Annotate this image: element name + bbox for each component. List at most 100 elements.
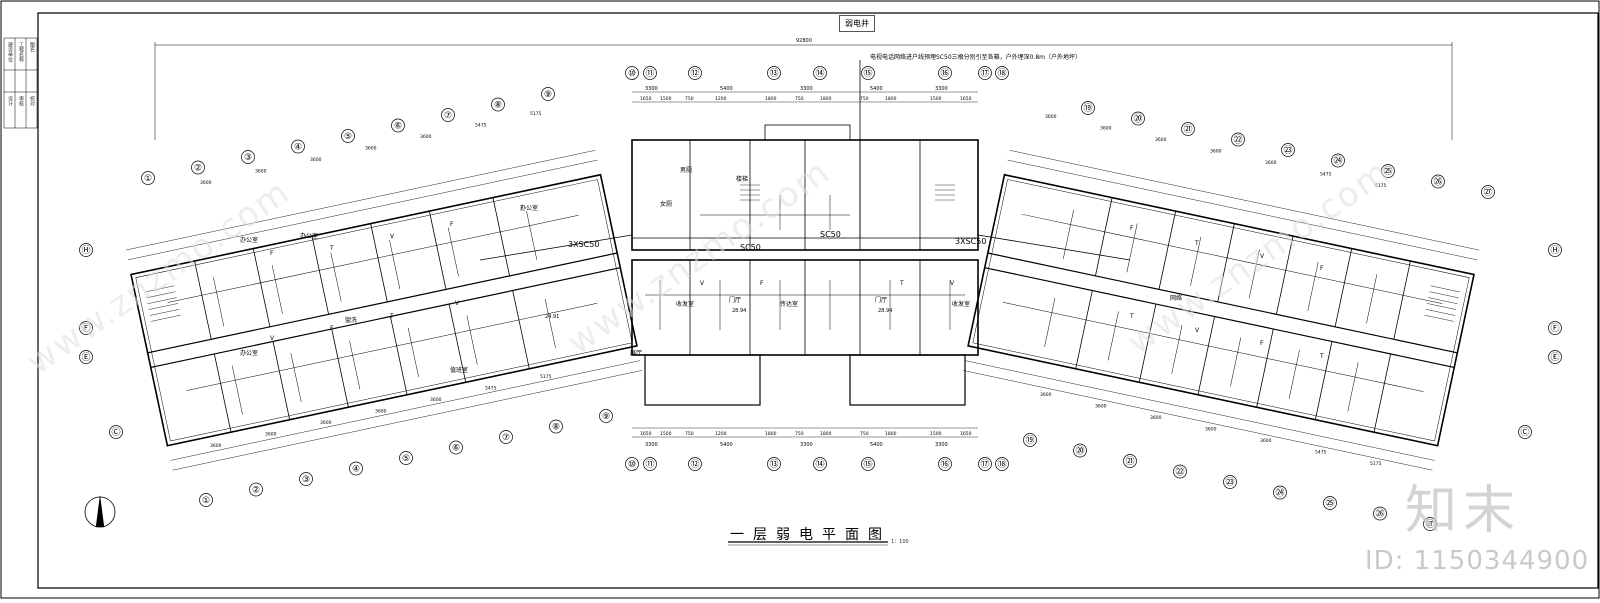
wing-dimension-text: 3600 [375,409,387,415]
dimension-text: 1650 [640,96,652,102]
wing-dimension-text: 5475 [1315,450,1327,456]
wing-dimension-text: 5175 [1375,183,1387,189]
dimension-text: 750 [860,96,869,102]
area-label: 24.91 [545,314,559,320]
axis-bubble-label: ④ [294,143,302,153]
outlet-mark: F [270,250,274,257]
axis-bubble [541,87,555,101]
outlet-mark: V [950,280,955,287]
span-dimension-text: 5400 [870,442,883,448]
dimension-text: 1500 [660,96,672,102]
dimension-text: 750 [685,431,694,437]
wing-dimension-text: 3600 [1150,415,1162,421]
center-block [479,60,1131,438]
wing-dimension-text: 3600 [365,146,377,152]
outlet-mark: T [519,205,524,212]
wing-dimension-text: 3600 [265,432,277,438]
outlet-mark: F [330,325,334,332]
title-block-cell: 审核 [18,96,24,106]
axis-bubble-label: ⑧ [552,423,560,433]
axis-bubble-label: ⑧ [494,101,502,111]
axis-bubble [341,129,355,143]
room-label: 收发室 [676,300,694,308]
axis-bubble [813,457,827,471]
axis-bubble-label: ⑩ [628,460,636,470]
axis-bubble [1123,454,1137,468]
axis-bubble-label: ㉒ [1175,467,1184,478]
axis-bubble-label: ⑲ [1083,103,1092,114]
room-label: 办公室 [240,236,258,244]
row-bubble [79,350,93,364]
span-dimension-text: 3300 [800,442,813,448]
axis-bubble-label: ⑦ [502,433,510,443]
axis-bubble [291,139,305,154]
watermark-id: ID: 1150344900 [1365,546,1590,576]
conduit-label-right: 3XSC50 [955,237,987,246]
dimension-text: 1800 [820,431,832,437]
dimension-text: 1650 [960,96,972,102]
span-dimension-text: 5400 [870,86,883,92]
axis-bubble [249,482,263,497]
row-bubble-label: Ⓔ [81,352,90,363]
axis-bubble [1231,132,1245,147]
row-bubble-label: Ⓗ [1550,245,1559,256]
axis-bubble [625,457,639,471]
dimension-text: 1200 [715,96,727,102]
outlet-mark: V [1260,253,1265,260]
wing-dimension-text: 3600 [1155,137,1167,143]
dimension-text: 1200 [715,431,727,437]
axis-bubble [767,457,781,471]
wing-dimension-text: 3600 [255,169,267,175]
axis-bubble-label: ⑨ [544,90,552,100]
axis-bubble [299,472,313,486]
span-dimension-text: 3300 [935,86,948,92]
row-bubble-label: Ⓕ [81,323,90,334]
dimension-text: 1800 [885,431,897,437]
outlet-mark: T [329,245,334,252]
conduit-label-center-2: SC50 [820,230,841,239]
row-bubble [109,425,123,439]
axis-bubble-label: ⑤ [402,454,410,464]
dimension-text: 1800 [820,96,832,102]
axis-bubble-label: ⑦ [444,111,452,121]
axis-bubble [978,457,992,471]
axis-bubble-label: ⑳ [1075,446,1084,457]
axis-bubble-label: ㉑ [1125,456,1134,467]
axis-bubble [1481,185,1495,199]
axis-bubble [241,150,255,164]
axis-bubble [643,66,657,80]
axis-bubble-label: ⑤ [344,132,352,142]
axis-bubbles: ①①②②③③④④⑤⑤⑥⑥⑦⑦⑧⑧⑨⑨⑩⑩⑪⑪⑫⑫⑬⑬⑭⑭⑮⑮⑯⑯⑰⑰⑱⑱⑲⑲⑳⑳… [79,66,1562,531]
axis-bubble-label: ② [252,486,260,496]
room-label: 网络 [1170,294,1182,302]
axis-bubble [1131,111,1145,126]
service-entry-annotation: 电视电话网络进户线预埋SC50三根分别引至各箱，户外埋深0.8m（户外地坪） [870,54,1082,61]
axis-bubble-label: ㉔ [1275,488,1284,499]
watermark-logo: 知末 [1405,481,1522,541]
dimension-text: 1650 [640,431,652,437]
axis-bubble [391,118,405,133]
row-bubble-label: Ⓒ [111,427,120,438]
dimension-text: 1800 [765,431,777,437]
outlet-mark: V [700,280,705,287]
title-block [3,37,38,129]
axis-bubble-label: ⑱ [997,459,1006,470]
room-label: 男厕 [680,167,692,174]
dimension-text: 750 [860,431,869,437]
overall-dimension-text: 92800 [796,38,812,44]
outlet-mark: F [1320,265,1324,272]
axis-bubble [399,451,413,465]
axis-bubble [349,461,363,476]
wing-dimension-text: 3600 [1265,160,1277,166]
axis-bubble [813,66,827,80]
axis-bubble-label: ⑩ [628,69,636,79]
title-block-cell: 图名 [29,42,35,52]
wing-dimension-text: 3600 [430,397,442,403]
axis-bubble-label: ⑥ [452,444,460,454]
axis-bubble-label: ⑰ [980,68,989,79]
wing-dimension-text: 3600 [1260,438,1272,444]
room-label: 办公室 [240,349,258,357]
axis-bubble-label: ㉕ [1325,498,1334,509]
axis-bubble-label: ⑪ [645,68,654,79]
